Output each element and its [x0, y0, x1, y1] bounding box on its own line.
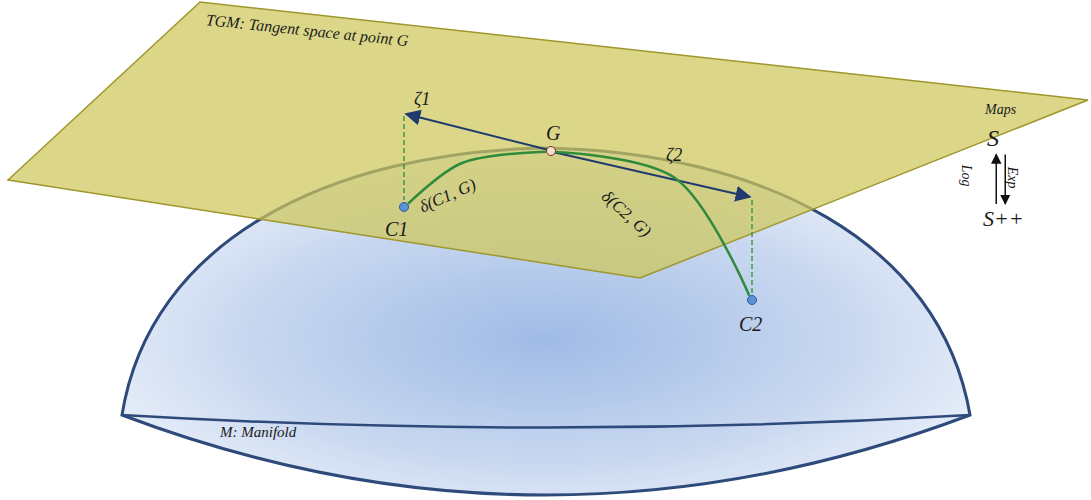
vector-name: ζ2	[666, 146, 682, 166]
point-c2: C2	[747, 295, 757, 305]
point-g: G	[546, 146, 556, 156]
projection-line	[751, 200, 753, 293]
tangent-plane	[8, 2, 1088, 278]
point-label: S	[987, 125, 1003, 151]
point-label: G	[546, 122, 560, 144]
tangent-vector	[553, 152, 750, 197]
maps-title: Maps	[985, 102, 1016, 117]
space-spd: S++	[981, 206, 1030, 232]
geodesic	[556, 152, 749, 296]
manifold-title: M: Manifold	[220, 424, 296, 441]
point-label: S++	[983, 207, 1028, 231]
edge-label: Log	[958, 165, 973, 187]
point-label: C2	[739, 313, 762, 335]
space-s: S	[985, 124, 1005, 152]
tangent-vector	[406, 114, 549, 150]
log-map	[996, 154, 998, 204]
projection-line	[403, 116, 405, 200]
point-c1: C1	[399, 202, 409, 212]
edge-label: Exp	[1004, 167, 1019, 189]
point-label: C1	[385, 218, 408, 240]
vector-name: ζ1	[414, 90, 430, 110]
